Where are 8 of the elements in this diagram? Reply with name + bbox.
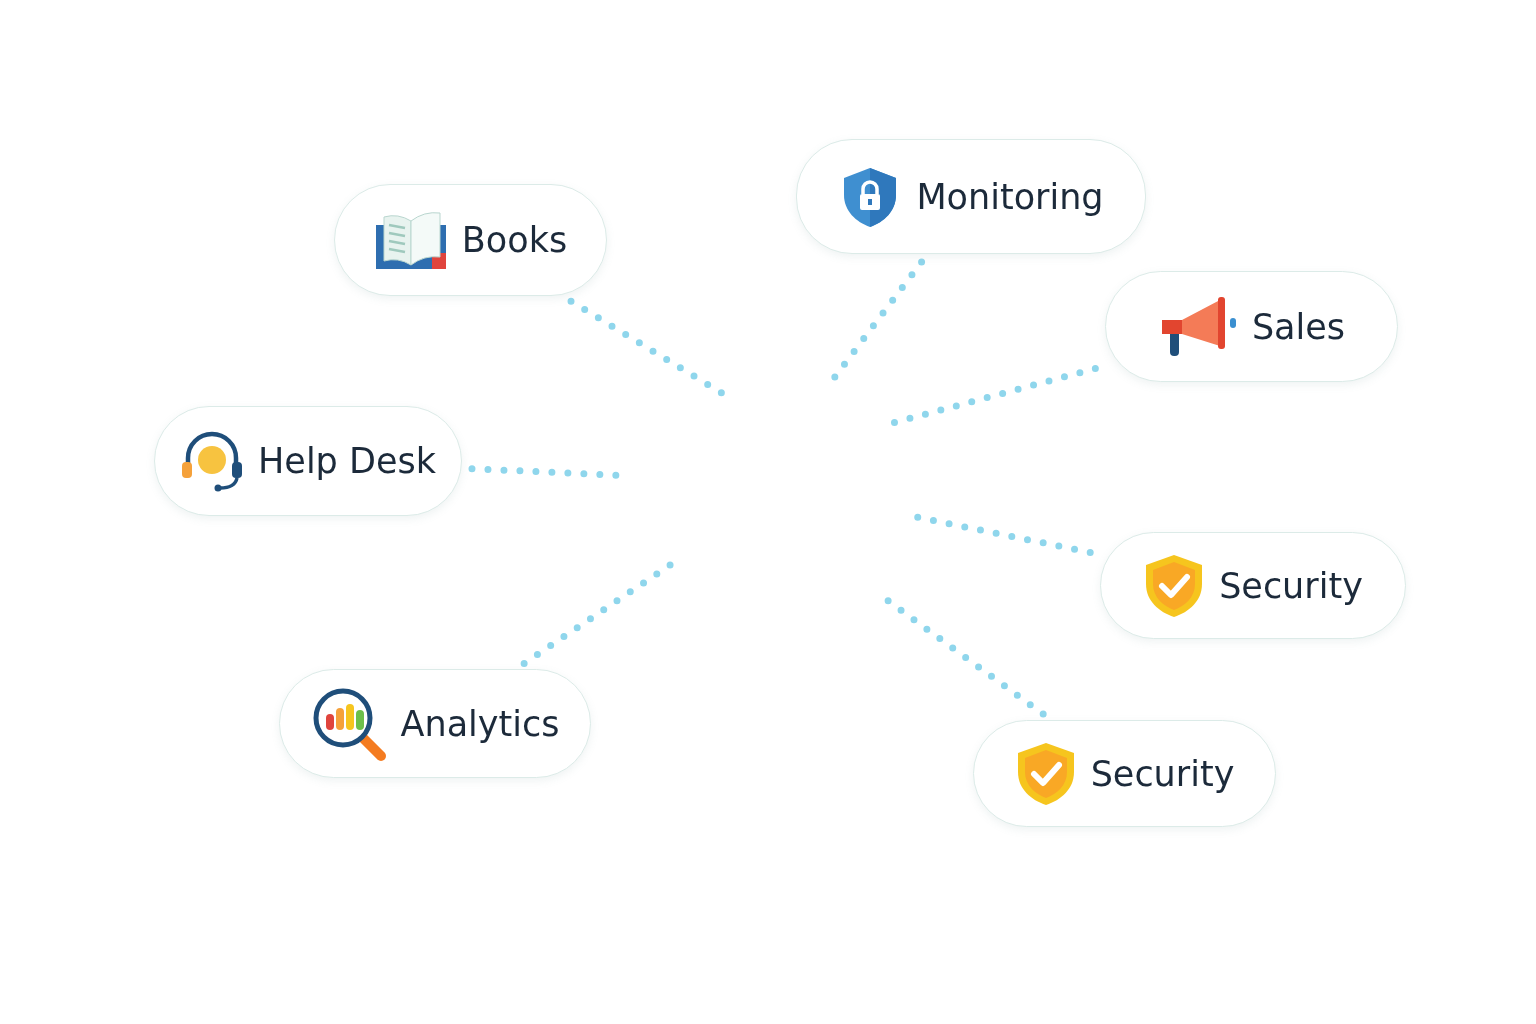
node-label: Analytics bbox=[400, 703, 560, 744]
node-label: Security bbox=[1090, 753, 1235, 794]
node-label: Books bbox=[461, 220, 568, 260]
node-label: Monitoring bbox=[916, 176, 1104, 217]
dotted-connector bbox=[912, 513, 1094, 556]
node-label: Security bbox=[1219, 565, 1363, 606]
node-label: Sales bbox=[1251, 306, 1346, 347]
node-label: Help Desk bbox=[258, 441, 436, 481]
